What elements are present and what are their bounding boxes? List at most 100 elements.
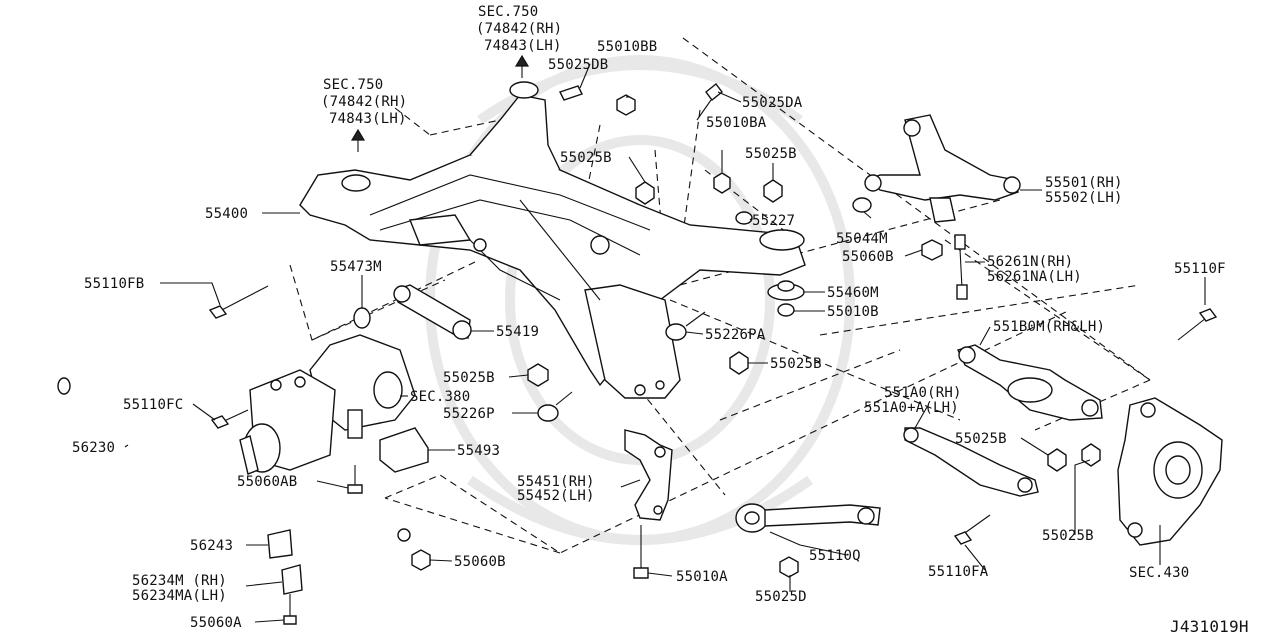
label-551A0A: 551A0+A(LH)	[864, 400, 959, 416]
label-55025B-mid: 55025B	[770, 356, 822, 372]
washer-55227	[735, 211, 753, 225]
label-55044M: 55044M	[836, 231, 888, 247]
label-55025B-right: 55025B	[745, 146, 797, 162]
nut-55025B-left	[527, 363, 549, 387]
label-55110FB: 55110FB	[84, 276, 144, 292]
label-55025DB: 55025DB	[548, 57, 608, 73]
label-55460M: 55460M	[827, 285, 879, 301]
label-56234M: 56234M (RH)	[132, 573, 227, 589]
bolt-55060AB	[347, 465, 363, 494]
lower-link-55110Q	[735, 503, 881, 533]
callout-labels: SEC.750 (74842(RH) 74843(LH) SEC.750 (74…	[72, 4, 1249, 636]
nut-55025B-mid	[729, 351, 749, 375]
label-sec380: SEC.380	[410, 389, 470, 405]
nut-55025D	[779, 556, 799, 578]
lower-arm-551A0	[903, 427, 1039, 497]
stabilizer-link-56261N	[954, 234, 968, 300]
label-55025DA: 55025DA	[742, 95, 803, 111]
label-55502: 55502(LH)	[1045, 190, 1123, 206]
bolt-55025DB	[559, 85, 583, 101]
label-55110FC: 55110FC	[123, 397, 183, 413]
label-55025B-knuckle: 55025B	[955, 431, 1007, 447]
washer-55044M	[852, 197, 872, 213]
label-55010BA: 55010BA	[706, 115, 767, 131]
label-55110Q: 55110Q	[809, 548, 861, 564]
knuckle-sec430	[1117, 397, 1223, 546]
label-551A0: 551A0(RH)	[884, 385, 962, 401]
toe-link-55419	[393, 284, 472, 340]
washer-55473M	[353, 307, 371, 329]
mount-55460M	[767, 280, 805, 301]
sec750-top-line1: SEC.750	[478, 4, 538, 20]
nut-55060B-top	[921, 239, 943, 261]
label-55010A: 55010A	[676, 569, 728, 585]
bushing-55010BB	[616, 94, 636, 116]
bushing-55010BA	[713, 172, 731, 194]
bolt-55110FC	[210, 409, 249, 429]
label-55110F: 55110F	[1174, 261, 1226, 277]
label-56234MA: 56234MA(LH)	[132, 588, 227, 604]
bolt-55060A	[283, 594, 297, 625]
bolt-55110F	[1177, 308, 1218, 341]
label-56261N: 56261N(RH)	[987, 254, 1073, 270]
label-55227: 55227	[752, 213, 795, 229]
label-55473M: 55473M	[330, 259, 382, 275]
stabilizer-bar-56230	[45, 329, 411, 548]
label-55010B: 55010B	[827, 304, 879, 320]
sec750-top-line2: (74842(RH)	[476, 21, 562, 37]
bolt-55226PA	[665, 311, 706, 341]
bolt-55110FB	[208, 285, 269, 319]
label-55060A: 55060A	[190, 615, 242, 631]
label-55451: 55451(RH)	[517, 474, 595, 490]
label-55025D: 55025D	[755, 589, 807, 605]
sec750-left-line3: 74843(LH)	[329, 111, 407, 127]
sec750-top-line3: 74843(LH)	[484, 38, 562, 54]
nut-55025B-bottom	[1081, 443, 1101, 467]
label-56261NA: 56261NA(LH)	[987, 269, 1082, 285]
clamp-56234M	[281, 564, 303, 595]
label-56230: 56230	[72, 440, 115, 456]
label-55419: 55419	[496, 324, 539, 340]
arrow-up-left	[350, 128, 366, 152]
sec750-left-line2: (74842(RH)	[321, 94, 407, 110]
label-55110FA: 55110FA	[928, 564, 989, 580]
lower-arm-551B0M	[957, 344, 1103, 421]
bracket-55451	[624, 429, 673, 521]
nut-55025B-knuckle	[1047, 448, 1067, 472]
label-55025B-top: 55025B	[560, 150, 612, 166]
nut-55010B	[777, 303, 795, 317]
nut-55060B-bottom	[411, 549, 431, 571]
differential-sec380	[239, 334, 416, 475]
bolt-55025DA	[696, 83, 723, 121]
sec750-left-line1: SEC.750	[323, 77, 383, 93]
upper-link-55501	[864, 114, 1021, 223]
label-sec430: SEC.430	[1129, 565, 1189, 581]
bolt-55110FA	[953, 514, 991, 545]
insulator-55493	[379, 427, 429, 473]
bushing-56243	[267, 529, 293, 559]
bolt-55226P	[537, 391, 573, 422]
diagram-code: J431019H	[1170, 617, 1249, 636]
label-55501: 55501(RH)	[1045, 175, 1123, 191]
assembly-dash-lines	[289, 37, 1151, 554]
label-55025B-left: 55025B	[443, 370, 495, 386]
label-551B0M: 551B0M(RH&LH)	[993, 319, 1105, 335]
label-55060B-top: 55060B	[842, 249, 894, 265]
arrow-up-top	[514, 54, 530, 78]
label-55060B-bottom: 55060B	[454, 554, 506, 570]
rear-subframe-55400	[299, 81, 806, 399]
label-55400: 55400	[205, 206, 248, 222]
label-55452: 55452(LH)	[517, 488, 595, 504]
label-55025B-bottom: 55025B	[1042, 528, 1094, 544]
nut-55025B-top	[635, 181, 655, 205]
leader-lines	[124, 63, 1206, 623]
nut-55025B-right	[763, 179, 783, 203]
label-55060AB: 55060AB	[237, 474, 297, 490]
label-55226PA: 55226PA	[705, 327, 766, 343]
label-55493: 55493	[457, 443, 500, 459]
label-55226P: 55226P	[443, 406, 495, 422]
label-56243: 56243	[190, 538, 233, 554]
label-55010BB: 55010BB	[597, 39, 657, 55]
